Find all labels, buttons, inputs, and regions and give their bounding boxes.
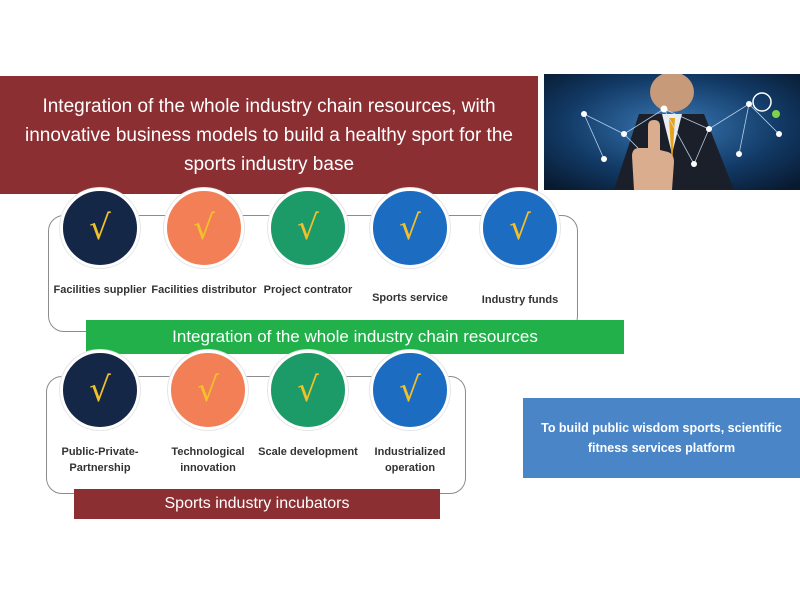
platform-info-box: To build public wisdom sports, scientifi… bbox=[523, 398, 800, 478]
label-project-contrator: Project contrator bbox=[263, 284, 353, 296]
label-sports-service: Sports service bbox=[372, 292, 448, 304]
headline-banner: Integration of the whole industry chain … bbox=[0, 76, 538, 194]
label-industry-funds: Industry funds bbox=[481, 294, 559, 306]
check-circle-ppp: √ bbox=[60, 350, 140, 430]
label-public-private-partnership: Public-Private-Partnership bbox=[61, 446, 139, 474]
check-circle-project-contrator: √ bbox=[268, 188, 348, 268]
incubators-bar-text: Sports industry incubators bbox=[164, 495, 350, 512]
check-icon: √ bbox=[509, 208, 531, 248]
check-icon: √ bbox=[297, 370, 319, 410]
headline-text: Integration of the whole industry chain … bbox=[25, 95, 513, 175]
chain-resources-bar: Integration of the whole industry chain … bbox=[86, 320, 624, 354]
check-icon: √ bbox=[297, 208, 319, 248]
label-facilities-distributor: Facilities distributor bbox=[151, 284, 257, 296]
label-industrialized-operation: Industrialized operation bbox=[374, 446, 446, 474]
label-scale-development: Scale development bbox=[258, 446, 358, 458]
check-icon: √ bbox=[399, 208, 421, 248]
check-circle-technological-innovation: √ bbox=[168, 350, 248, 430]
incubators-bar: Sports industry incubators bbox=[74, 489, 440, 519]
check-icon: √ bbox=[193, 208, 215, 248]
check-circle-facilities-distributor: √ bbox=[164, 188, 244, 268]
check-icon: √ bbox=[399, 370, 421, 410]
platform-info-text: To build public wisdom sports, scientifi… bbox=[541, 421, 782, 455]
chain-resources-bar-text: Integration of the whole industry chain … bbox=[172, 327, 538, 346]
touch-network-icon bbox=[544, 74, 800, 190]
label-facilities-supplier: Facilities supplier bbox=[53, 284, 147, 296]
network-photo-drawing bbox=[544, 74, 800, 190]
check-circle-scale-development: √ bbox=[268, 350, 348, 430]
check-icon: √ bbox=[89, 370, 111, 410]
check-icon: √ bbox=[197, 370, 219, 410]
check-circle-sports-service: √ bbox=[370, 188, 450, 268]
check-circle-industrialized-operation: √ bbox=[370, 350, 450, 430]
check-icon: √ bbox=[89, 208, 111, 248]
label-technological-innovation: Technological innovation bbox=[171, 446, 245, 474]
check-circle-industry-funds: √ bbox=[480, 188, 560, 268]
check-circle-facilities-supplier: √ bbox=[60, 188, 140, 268]
